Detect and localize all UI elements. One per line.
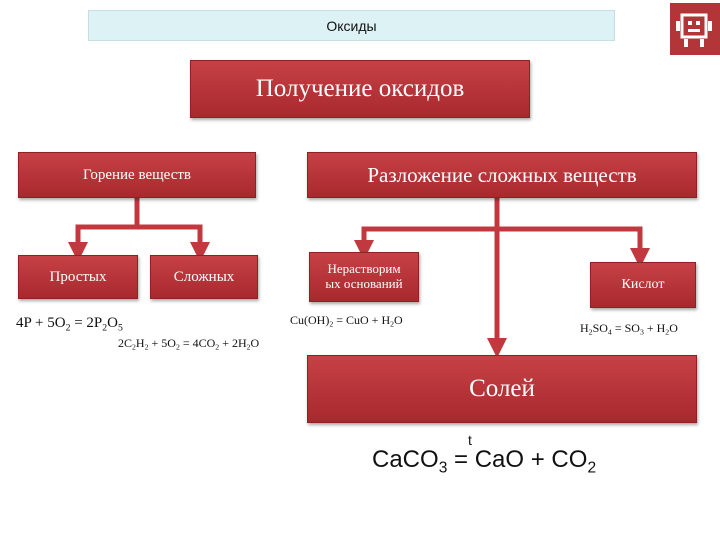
combustion-label: Горение веществ [82, 166, 191, 183]
reaction-condition: t [468, 432, 472, 448]
arrow-to-simple [68, 198, 140, 262]
salts-label: Солей [469, 375, 535, 402]
arrow-to-acids [497, 226, 650, 268]
insoluble-bases-label-line1: Нерастворим [327, 261, 401, 277]
slide-title: Оксиды [326, 17, 377, 34]
arrow-to-insoluble-bases [354, 198, 500, 260]
equation-complex-combustion: 2C2H2 + 5O2 = 4CO2 + 2H2O [118, 336, 260, 352]
salts-box: Солей [307, 355, 697, 423]
combustion-box: Горение веществ [18, 152, 256, 198]
complex-label: Сложных [173, 268, 235, 285]
simple-label: Простых [49, 268, 107, 285]
equation-acid-decomposition: H2SO4 = SO3 + H2O [580, 321, 678, 337]
root-box: Получение оксидов [190, 60, 530, 118]
arrow-to-complex [137, 224, 210, 262]
decomposition-label: Разложение сложных веществ [367, 162, 637, 187]
acids-box: Кислот [590, 262, 696, 308]
complex-box: Сложных [150, 255, 258, 299]
robot-logo-icon [670, 3, 720, 55]
equation-salt-decomposition: CaCO3 = CaO + CO2 [372, 446, 597, 477]
slide-title-bar: Оксиды [88, 10, 615, 41]
root-label: Получение оксидов [255, 75, 465, 102]
decomposition-box: Разложение сложных веществ [307, 152, 697, 198]
acids-label: Кислот [621, 277, 665, 292]
equation-base-decomposition: Cu(OH)2 = CuO + H2O [290, 313, 403, 329]
equation-simple-combustion: 4P + 5O2 = 2P2O5 [16, 315, 123, 334]
insoluble-bases-box: Нерастворим ых оснований [309, 252, 419, 302]
insoluble-bases-label-line2: ых оснований [325, 276, 403, 291]
simple-box: Простых [18, 255, 138, 299]
